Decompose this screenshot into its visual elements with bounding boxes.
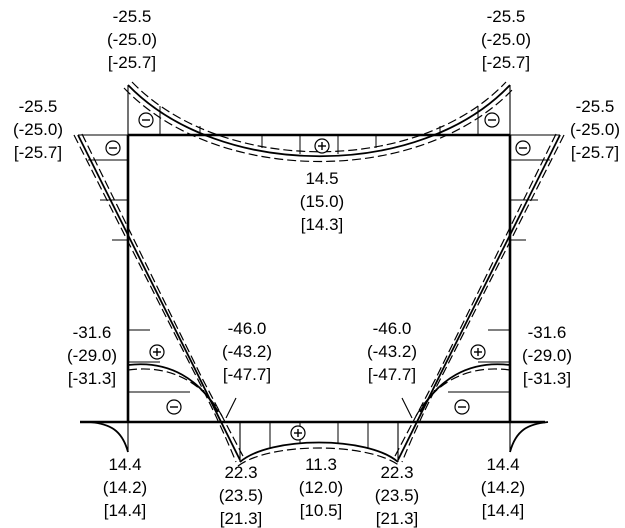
moment-value-alt: (-29.0) [522, 346, 572, 365]
top-beam-moment [123, 81, 515, 163]
moment-value-alt: (15.0) [300, 192, 344, 211]
moment-value: 14.4 [108, 455, 141, 474]
moment-value-alt2: [-31.3] [523, 369, 571, 388]
moment-value-alt2: [-31.3] [68, 369, 116, 388]
minus-sign-icon [454, 399, 470, 415]
leader-lines [225, 397, 413, 419]
moment-value: 14.5 [305, 169, 338, 188]
moment-value-alt2: [14.4] [104, 501, 147, 520]
right-column-low-label: -31.6 (-29.0) [-31.3] [522, 323, 572, 388]
right-knee-label: -46.0 (-43.2) [-47.7] [367, 319, 417, 384]
moment-value-alt2: [-25.7] [108, 53, 156, 72]
moment-value: 22.3 [224, 463, 257, 482]
moment-value-alt2: [-47.7] [368, 365, 416, 384]
minus-sign-icon [166, 399, 182, 415]
minus-sign-icon [515, 140, 531, 156]
right-column-top-label: -25.5 (-25.0) [-25.7] [570, 97, 620, 162]
moment-value: -25.5 [487, 7, 526, 26]
left-column-low-label: -31.6 (-29.0) [-31.3] [67, 323, 117, 388]
moment-value-alt2: [10.5] [300, 501, 343, 520]
bottom-right-label: 22.3 (23.5) [21.3] [375, 463, 419, 528]
left-support-label: 14.4 (14.2) [14.4] [103, 455, 147, 520]
moment-value: -25.5 [113, 7, 152, 26]
right-column-moment [393, 133, 565, 463]
moment-value-alt: (14.2) [103, 478, 147, 497]
plus-sign-icon [470, 344, 486, 360]
moment-value: -46.0 [373, 319, 412, 338]
moment-value-alt: (-43.2) [367, 342, 417, 361]
moment-value-alt: (-25.0) [13, 120, 63, 139]
moment-value: -25.5 [19, 97, 58, 116]
plus-sign-icon [314, 138, 330, 154]
moment-value-alt2: [21.3] [376, 509, 419, 528]
left-knee-label: -46.0 (-43.2) [-47.7] [222, 319, 272, 384]
support-moments [89, 421, 549, 453]
moment-value-alt: (23.5) [375, 486, 419, 505]
moment-value-alt: (-43.2) [222, 342, 272, 361]
moment-value: -31.6 [528, 323, 567, 342]
moment-value-alt: (23.5) [219, 486, 263, 505]
moment-value-alt: (-29.0) [67, 346, 117, 365]
moment-value: -25.5 [576, 97, 615, 116]
moment-value-alt: (-25.0) [570, 120, 620, 139]
moment-value-alt: (-25.0) [107, 30, 157, 49]
moment-value-alt2: [-25.7] [571, 143, 619, 162]
moment-value-alt: (14.2) [481, 478, 525, 497]
moment-value-alt2: [-25.7] [482, 53, 530, 72]
bottom-beam-moment [237, 422, 401, 467]
moment-value-alt2: [-47.7] [223, 365, 271, 384]
left-column-moment [73, 133, 245, 463]
left-column-top-label: -25.5 (-25.0) [-25.7] [13, 97, 63, 162]
plus-sign-icon [290, 425, 306, 441]
moment-value-alt2: [14.3] [301, 215, 344, 234]
moment-value: 14.4 [486, 455, 519, 474]
bottom-mid-label: 11.3 (12.0) [10.5] [299, 455, 343, 520]
moment-value-alt: (-25.0) [481, 30, 531, 49]
minus-sign-icon [484, 112, 500, 128]
moment-value: -46.0 [228, 319, 267, 338]
moment-value: 22.3 [380, 463, 413, 482]
minus-sign-icon [105, 140, 121, 156]
top-left-corner-label: -25.5 (-25.0) [-25.7] [107, 7, 157, 72]
bottom-left-label: 22.3 (23.5) [21.3] [219, 463, 263, 528]
moment-value: -31.6 [73, 323, 112, 342]
top-right-corner-label: -25.5 (-25.0) [-25.7] [481, 7, 531, 72]
moment-value-alt2: [-25.7] [14, 143, 62, 162]
moment-value-alt: (12.0) [299, 478, 343, 497]
right-support-label: 14.4 (14.2) [14.4] [481, 455, 525, 520]
moment-value-alt2: [21.3] [220, 509, 263, 528]
plus-sign-icon [149, 344, 165, 360]
top-beam-mid-label: 14.5 (15.0) [14.3] [300, 169, 344, 234]
moment-value-alt2: [14.4] [482, 501, 525, 520]
moment-value: 11.3 [305, 455, 337, 474]
minus-sign-icon [138, 112, 154, 128]
